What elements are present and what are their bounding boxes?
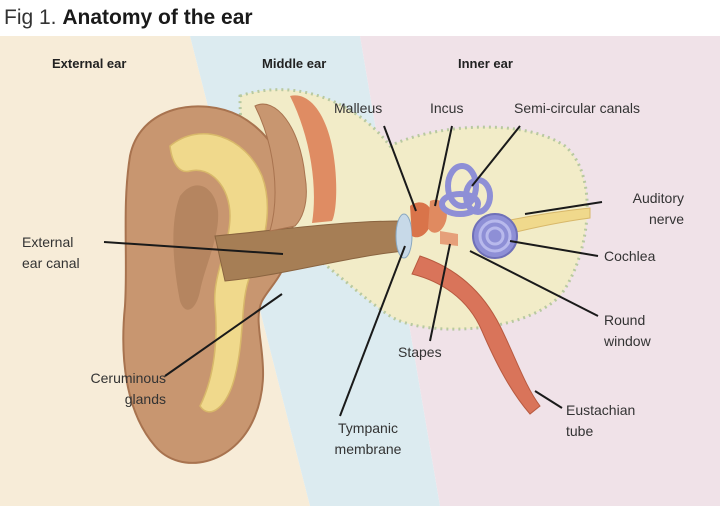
region-label-external: External ear bbox=[52, 56, 127, 71]
leader-ceruminous-glands bbox=[164, 293, 283, 377]
label-auditory-nerve-line2: nerve bbox=[648, 211, 684, 227]
label-auditory-nerve-line1: Auditory bbox=[632, 190, 684, 206]
label-cochlea: Cochlea bbox=[604, 248, 656, 264]
label-external-ear-canal: External ear canal bbox=[22, 232, 80, 274]
middle-ear-tissue bbox=[254, 103, 307, 232]
diagram-panel: External ear Middle ear Inner ear Malleu… bbox=[0, 36, 720, 506]
leader-auditory-nerve bbox=[524, 201, 603, 215]
label-stapes: Stapes bbox=[398, 344, 442, 360]
leader-tympanic-membrane bbox=[339, 245, 406, 417]
leader-malleus bbox=[383, 125, 417, 212]
label-auditory-nerve: Auditory nerve bbox=[604, 188, 684, 230]
label-ceruminous-glands-line2: glands bbox=[124, 391, 166, 407]
label-tympanic-membrane: Tympanic membrane bbox=[318, 418, 418, 460]
label-round-window-line2: window bbox=[604, 333, 651, 349]
label-round-window: Round window bbox=[604, 310, 651, 352]
label-ceruminous-glands-line1: Ceruminous bbox=[90, 370, 166, 386]
label-eustachian-tube-line1: Eustachian bbox=[566, 402, 636, 418]
label-external-ear-canal-line1: External bbox=[22, 234, 74, 250]
label-external-ear-canal-line2: ear canal bbox=[22, 255, 80, 271]
label-eustachian-tube-line2: tube bbox=[566, 423, 594, 439]
leader-stapes bbox=[429, 243, 451, 342]
stapes-shape bbox=[440, 231, 458, 246]
figure-title: Fig 1. Anatomy of the ear bbox=[4, 2, 253, 34]
label-malleus: Malleus bbox=[334, 100, 383, 116]
eustachian-tube-shape bbox=[411, 255, 541, 415]
middle-ear-tissue-2 bbox=[290, 95, 337, 223]
region-label-inner: Inner ear bbox=[458, 56, 513, 71]
leader-external-ear-canal bbox=[103, 241, 284, 255]
figure-title-text: Anatomy of the ear bbox=[62, 6, 253, 29]
figure-number: Fig 1. bbox=[4, 6, 57, 29]
cochlea-shape bbox=[472, 213, 518, 259]
label-incus: Incus bbox=[430, 100, 464, 116]
leader-incus bbox=[434, 125, 453, 207]
label-tympanic-membrane-line1: Tympanic bbox=[338, 420, 398, 436]
region-label-middle: Middle ear bbox=[262, 56, 327, 71]
ear-cartilage bbox=[169, 133, 269, 413]
ear-diagram bbox=[0, 36, 720, 506]
label-semicircular-canals: Semi-circular canals bbox=[514, 100, 641, 116]
label-eustachian-tube: Eustachian tube bbox=[566, 400, 635, 442]
leader-lines bbox=[103, 125, 603, 417]
leader-eustachian-tube bbox=[534, 390, 563, 409]
leader-round-window bbox=[469, 250, 599, 317]
leader-cochlea bbox=[509, 240, 599, 257]
label-round-window-line1: Round bbox=[604, 312, 646, 328]
label-tympanic-membrane-line2: membrane bbox=[334, 441, 402, 457]
label-ceruminous-glands: Ceruminous glands bbox=[56, 368, 166, 410]
auditory-nerve-shape bbox=[504, 207, 591, 235]
leader-semicircular-canals bbox=[471, 125, 521, 187]
